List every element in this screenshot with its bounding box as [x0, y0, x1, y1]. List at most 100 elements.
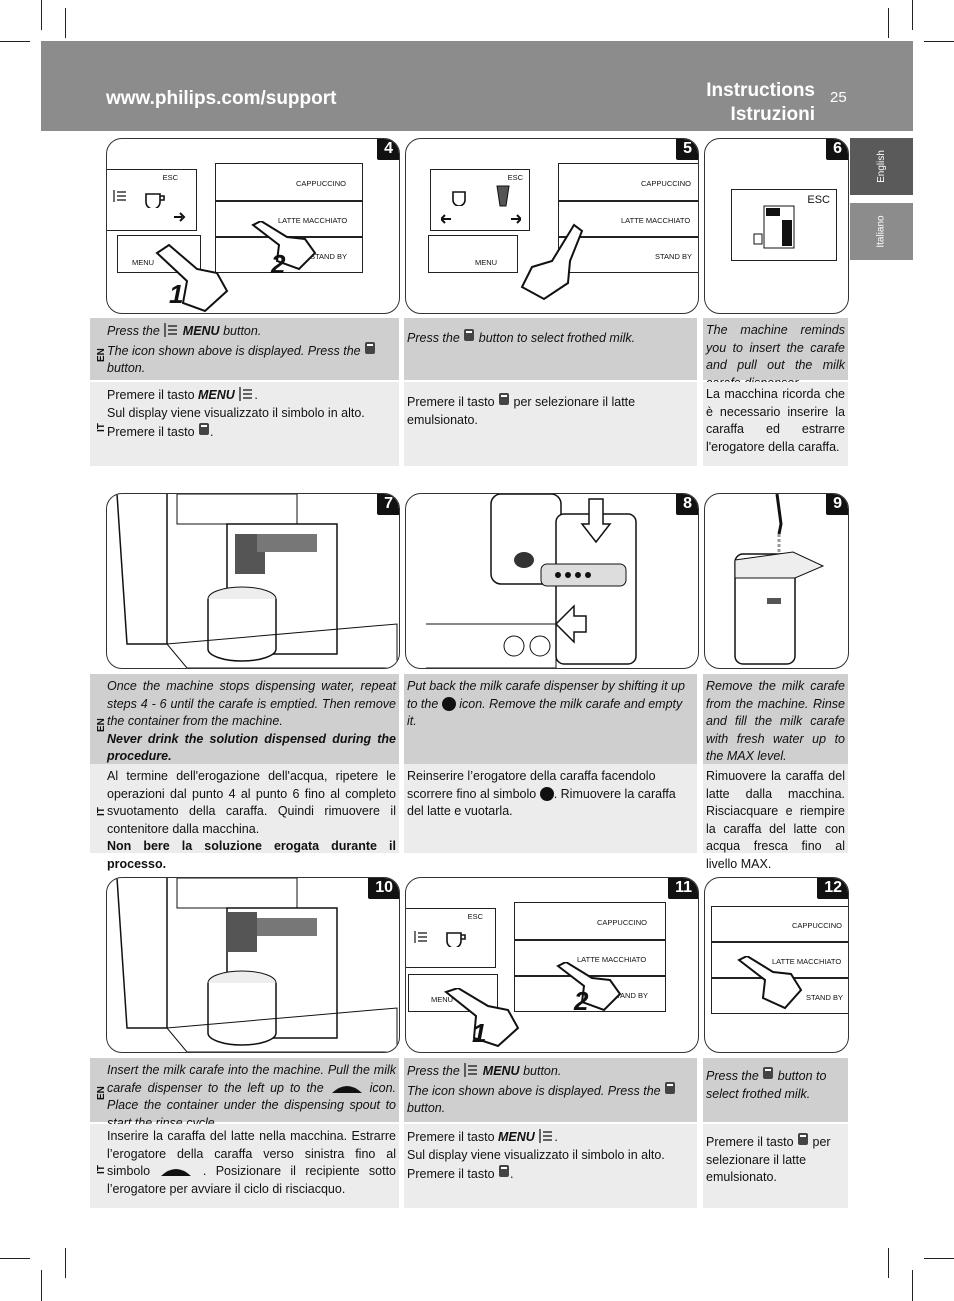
title-it: Istruzioni — [730, 104, 815, 125]
cup-icon — [446, 932, 466, 947]
crop-mark — [0, 1258, 30, 1259]
menu-icon — [464, 1063, 478, 1077]
step-4-it: IT Premere il tasto MENU . Sul display v… — [90, 382, 399, 466]
step-number: 7 — [377, 494, 399, 515]
step-7-en: EN Once the machine stops dispensing wat… — [90, 674, 399, 764]
glass-icon — [496, 185, 510, 207]
step-number: 5 — [676, 139, 698, 160]
step-10-it: IT Inserire la caraffa del latte nella m… — [90, 1124, 399, 1208]
standby-button[interactable]: STAND BY — [558, 237, 698, 273]
crop-mark — [912, 0, 913, 30]
standby-label: STAND BY — [655, 252, 692, 261]
carafe-rinse-image — [734, 494, 825, 665]
memo-icon — [365, 341, 376, 354]
step-number: 9 — [826, 494, 848, 515]
step-6-it: La macchina ricorda che è necessario ins… — [703, 382, 848, 466]
hand-pointer-icon — [556, 962, 622, 1012]
step-4-illustration: 4 ESC CAPPUCCINO LATTE MACCHIATO STAND B… — [106, 138, 400, 314]
latte-label: LATTE MACCHIATO — [772, 957, 842, 966]
cappuccino-button[interactable]: CAPPUCCINO — [558, 163, 698, 201]
page-title: Instructions Istruzioni — [706, 79, 815, 127]
crop-mark — [912, 1270, 913, 1301]
menu-icon — [239, 387, 253, 401]
step-12-en: Press the button to select frothed milk. — [703, 1058, 848, 1122]
cappuccino-button[interactable]: CAPPUCCINO — [711, 906, 848, 942]
memo-icon — [763, 1067, 774, 1079]
step-number: 4 — [377, 139, 399, 160]
carafe-dispenser-icon — [161, 1169, 192, 1176]
latte-label: LATTE MACCHIATO — [621, 216, 691, 225]
crop-mark — [41, 1270, 42, 1301]
esc-label: ESC — [162, 173, 178, 182]
step-8-en: Put back the milk carafe dispenser by sh… — [404, 674, 697, 764]
step-number: 6 — [826, 139, 848, 160]
crop-mark — [888, 1248, 889, 1278]
latte-label: LATTE MACCHIATO — [278, 216, 348, 225]
display-screen: ESC — [430, 169, 530, 231]
step-7-illustration: 7 — [106, 493, 400, 669]
cappuccino-button[interactable]: CAPPUCCINO — [215, 163, 363, 201]
step-6-illustration: 6 ESC — [704, 138, 849, 314]
circle-icon — [539, 786, 554, 801]
crop-mark — [888, 8, 889, 38]
menu-icon — [164, 323, 178, 337]
latte-macchiato-button[interactable]: LATTE MACCHIATO — [215, 201, 363, 237]
standby-label: STAND BY — [806, 993, 843, 1002]
carafe-dispenser-image — [426, 494, 637, 668]
step-9-it: Rimuovere la caraffa del latte dalla mac… — [703, 764, 848, 871]
carafe-dispenser-icon — [331, 1085, 362, 1093]
callout-2: 2 — [574, 986, 589, 1016]
step-number: 11 — [668, 878, 698, 899]
crop-mark — [924, 41, 954, 42]
cup-icon — [452, 191, 466, 206]
tab-english[interactable]: English — [850, 138, 913, 195]
arrows-icon — [441, 214, 521, 224]
page-header: www.philips.com/support Instructions Ist… — [41, 41, 913, 131]
memo-icon — [665, 1081, 676, 1094]
cappuccino-button[interactable]: CAPPUCCINO — [514, 902, 666, 940]
cappuccino-label: CAPPUCCINO — [641, 179, 692, 188]
callout-1: 1 — [169, 279, 184, 309]
menu-label: MENU — [132, 258, 155, 267]
support-url[interactable]: www.philips.com/support — [106, 88, 337, 109]
esc-label: ESC — [807, 194, 830, 206]
title-en: Instructions — [706, 80, 815, 101]
crop-mark — [924, 1258, 954, 1259]
step-10-en: EN Insert the milk carafe into the machi… — [90, 1058, 399, 1130]
step-8-it: Reinserire l’erogatore della caraffa fac… — [404, 764, 697, 853]
hand-pointer-icon — [737, 956, 803, 1010]
memo-icon — [199, 423, 210, 435]
step-6-en: The machine reminds you to insert the ca… — [703, 318, 848, 390]
hand-pointer-icon — [520, 223, 584, 301]
latte-macchiato-button[interactable]: LATTE MACCHIATO — [514, 940, 666, 976]
esc-label: ESC — [467, 912, 483, 921]
display-screen: ESC — [107, 169, 197, 231]
crop-mark — [65, 1248, 66, 1278]
memo-icon — [464, 329, 475, 341]
hand-pointer-icon — [251, 221, 317, 271]
cup-icon — [145, 193, 165, 208]
step-5-en: Press the button to select frothed milk. — [404, 318, 697, 380]
callout-2: 2 — [271, 249, 286, 279]
latte-label: LATTE MACCHIATO — [577, 955, 647, 964]
step-12-it: Premere il tasto per selezionare il latt… — [703, 1124, 848, 1208]
callout-1: 1 — [472, 1018, 487, 1048]
display-screen: ESC — [406, 908, 496, 968]
menu-button[interactable]: MENU — [428, 235, 518, 273]
step-11-it: Premere il tasto MENU . Sul display vien… — [404, 1124, 697, 1208]
memo-icon — [798, 1133, 809, 1145]
memo-icon — [499, 1165, 510, 1177]
machine-with-container-image — [116, 878, 398, 1052]
arrow-right-icon — [174, 212, 186, 222]
memo-icon — [499, 393, 510, 405]
step-number: 12 — [817, 878, 848, 899]
menu-icon — [414, 931, 427, 943]
crop-mark — [0, 41, 30, 42]
step-5-it: Premere il tasto per selezionare il latt… — [404, 382, 697, 466]
step-9-en: Remove the milk carafe from the machine.… — [703, 674, 848, 764]
machine-with-container-image — [116, 494, 398, 668]
tab-italiano[interactable]: Italiano — [850, 203, 913, 260]
hand-pointer-icon — [443, 988, 520, 1048]
cappuccino-label: CAPPUCCINO — [792, 921, 843, 930]
menu-label: MENU — [431, 995, 454, 1004]
